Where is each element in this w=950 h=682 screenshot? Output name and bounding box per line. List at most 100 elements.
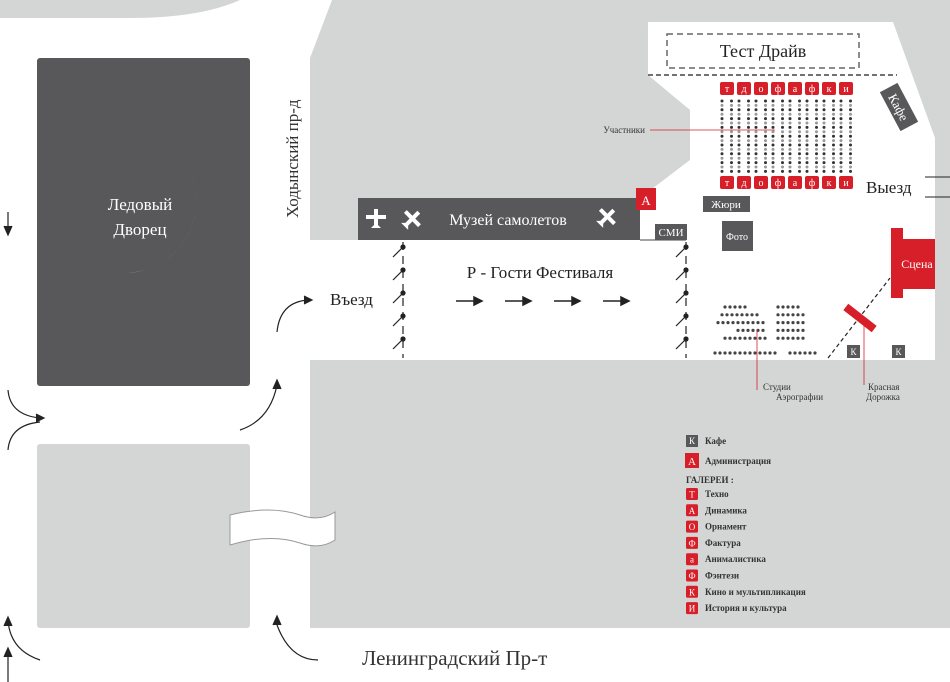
seat [815, 139, 818, 143]
exit-label: Выезд [866, 178, 912, 197]
gallery-badge [754, 82, 768, 95]
seat [730, 169, 733, 173]
studio-seat [786, 321, 790, 325]
studio-seat [801, 328, 805, 332]
seat [720, 130, 724, 134]
seat [798, 103, 801, 107]
seat [805, 112, 809, 116]
seat [849, 103, 852, 107]
studio-seat [761, 321, 765, 325]
seat [788, 130, 792, 134]
gallery-badge [788, 82, 802, 95]
red-carpet-label-1: Красная [868, 382, 899, 392]
seat [754, 121, 758, 125]
studio-seat [733, 351, 737, 355]
media-label: СМИ [658, 227, 683, 239]
seat [730, 117, 733, 121]
seat [832, 121, 835, 125]
legend-gallery-badge-text: а [690, 555, 694, 565]
seat [832, 103, 835, 107]
studio-seat [781, 336, 785, 340]
seat [815, 112, 818, 116]
studio-seat [796, 313, 800, 317]
seat [771, 121, 775, 125]
studio-seat [740, 313, 744, 317]
cafe-badge-label: К [895, 347, 902, 357]
gallery-badge-label: ф [809, 84, 816, 95]
legend-gallery-label: Динамика [705, 505, 747, 515]
seat [754, 117, 758, 121]
seat [754, 143, 758, 147]
seat [781, 152, 784, 156]
airbrush-studios [713, 305, 817, 355]
seat [737, 134, 741, 138]
seat [737, 103, 741, 107]
seat [805, 152, 809, 156]
seat [781, 103, 784, 107]
seat [747, 112, 750, 116]
studio-seat [781, 321, 785, 325]
seat [805, 169, 809, 173]
seat [764, 165, 767, 169]
seat [815, 130, 818, 134]
seat [747, 147, 750, 151]
seat [798, 130, 801, 134]
seat [730, 108, 733, 112]
seat [737, 130, 741, 134]
studio-seat [788, 351, 792, 355]
seat [730, 147, 733, 151]
seat [839, 121, 843, 125]
seat [754, 99, 758, 103]
seat [849, 117, 852, 121]
seat [849, 169, 852, 173]
gallery-badge-label: ф [775, 178, 782, 189]
legend-gallery-label: Анималистика [705, 554, 766, 564]
studio-seat [776, 336, 780, 340]
studio-seat [786, 328, 790, 332]
seat [798, 147, 801, 151]
seat [764, 147, 767, 151]
seat [781, 139, 784, 143]
seat [720, 125, 724, 129]
seat [815, 108, 818, 112]
seat [849, 112, 852, 116]
seat [849, 165, 852, 169]
gallery-badge-label: а [793, 178, 798, 189]
seat [720, 169, 724, 173]
seat [747, 143, 750, 147]
seat [720, 117, 724, 121]
seat [788, 117, 792, 121]
photo-box [722, 221, 753, 251]
studio-seat [773, 351, 777, 355]
seat [730, 99, 733, 103]
seat [771, 134, 775, 138]
gallery-badge [788, 176, 802, 189]
seat [849, 134, 852, 138]
studio-seat [746, 321, 750, 325]
gallery-badge-label: д [741, 178, 746, 189]
seat [849, 130, 852, 134]
seat [849, 143, 852, 147]
seat [788, 103, 792, 107]
gallery-badge [771, 176, 785, 189]
seat [720, 112, 724, 116]
seat [832, 130, 835, 134]
studio-seat [743, 336, 747, 340]
gallery-badge-label: и [843, 84, 849, 95]
seat [832, 134, 835, 138]
road-break [229, 509, 336, 547]
seat [788, 169, 792, 173]
studio-seat [756, 321, 760, 325]
seat [788, 112, 792, 116]
seat [798, 108, 801, 112]
studio-seat [738, 305, 742, 309]
legend-admin-badge-text: А [688, 456, 696, 468]
gate-icon [392, 242, 689, 358]
legend-cafe-badge [686, 435, 698, 447]
seat [832, 143, 835, 147]
seat [737, 125, 741, 129]
seat [747, 139, 750, 143]
seat [764, 121, 767, 125]
seat [805, 143, 809, 147]
